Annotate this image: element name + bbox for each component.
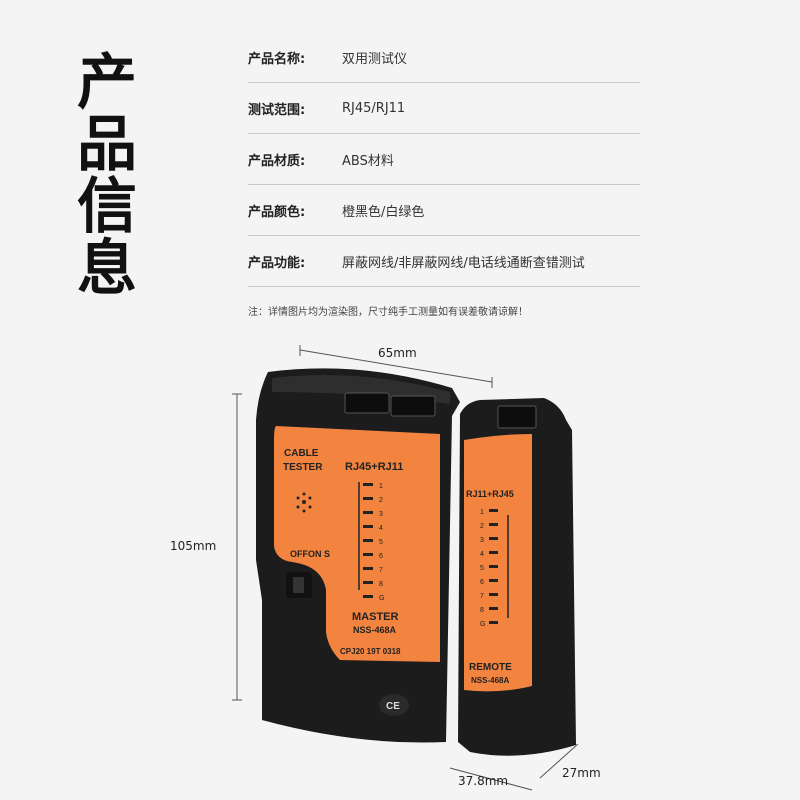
width-dimension: 65mm (378, 346, 417, 360)
ce-mark: CE (386, 701, 400, 712)
spec-value: ABS材料 (342, 153, 394, 169)
remote-name: REMOTE (469, 662, 512, 673)
spec-row: 产品功能: 屏蔽网线/非屏蔽网线/电话线通断查错测试 (248, 236, 640, 287)
side-title-char: 品 (77, 110, 137, 180)
master-model: NSS-468A (353, 625, 397, 635)
svg-text:G: G (379, 595, 384, 602)
spec-value: RJ45/RJ11 (342, 100, 406, 116)
master-brand-line1: CABLE (284, 448, 319, 459)
svg-text:G: G (480, 621, 485, 628)
dimension-lines (232, 345, 579, 791)
svg-text:7: 7 (480, 593, 484, 600)
svg-text:3: 3 (379, 511, 383, 518)
spec-value: 橙黑色/白绿色 (342, 204, 425, 220)
svg-text:6: 6 (480, 579, 484, 586)
side-title-char: 产 (77, 48, 137, 118)
remote-led-marks (489, 509, 498, 624)
remote-port-label: RJ11+RJ45 (466, 489, 514, 499)
master-led-marks (363, 483, 373, 598)
master-name: MASTER (352, 611, 399, 623)
svg-text:2: 2 (379, 497, 383, 504)
speaker-icon (296, 492, 312, 513)
spec-label: 产品颜色: (248, 204, 306, 220)
side-title-char: 信 (77, 172, 137, 242)
spec-row: 产品材质: ABS材料 (248, 134, 640, 185)
svg-text:2: 2 (480, 523, 484, 530)
spec-label: 产品功能: (248, 255, 306, 271)
svg-text:8: 8 (379, 581, 383, 588)
svg-text:1: 1 (480, 509, 484, 516)
svg-text:5: 5 (379, 539, 383, 546)
remote-width-dimension: 37.8mm (458, 774, 509, 788)
side-title-char: 息 (77, 234, 137, 304)
spec-row: 产品颜色: 橙黑色/白绿色 (248, 185, 640, 236)
side-title: 产 品 信 息 (74, 52, 140, 300)
height-dimension: 105mm (170, 539, 217, 553)
spec-table: 产品名称: 双用测试仪 测试范围: RJ45/RJ11 产品材质: ABS材料 … (248, 32, 640, 287)
master-led-labels: 1 2 3 4 5 6 7 8 G (379, 483, 384, 602)
spec-label: 产品材质: (248, 153, 306, 169)
remote-led-labels: 1 2 3 4 5 6 7 8 G (480, 509, 485, 628)
svg-text:4: 4 (480, 551, 484, 558)
depth-dimension: 27mm (562, 766, 601, 780)
disclaimer-note: 注：详情图片均为渲染图，尺寸纯手工测量如有误差敬请谅解！ (248, 307, 528, 318)
svg-text:6: 6 (379, 553, 383, 560)
svg-text:7: 7 (379, 567, 383, 574)
remote-unit (458, 398, 576, 756)
spec-value: 屏蔽网线/非屏蔽网线/电话线通断查错测试 (342, 255, 585, 271)
master-brand-line2: TESTER (283, 462, 323, 473)
master-port-label: RJ45+RJ11 (345, 461, 403, 473)
svg-text:8: 8 (480, 607, 484, 614)
master-code: CPJ20 19T 0318 (340, 647, 401, 656)
master-unit (256, 368, 460, 743)
svg-text:3: 3 (480, 537, 484, 544)
spec-label: 测试范围: (248, 102, 306, 118)
spec-row: 测试范围: RJ45/RJ11 (248, 83, 640, 134)
svg-text:4: 4 (379, 525, 383, 532)
master-switch-label: OFFON S (290, 549, 330, 559)
spec-row: 产品名称: 双用测试仪 (248, 32, 640, 83)
svg-text:1: 1 (379, 483, 383, 490)
remote-model: NSS-468A (471, 676, 509, 685)
spec-label: 产品名称: (248, 51, 306, 67)
spec-value: 双用测试仪 (342, 51, 408, 67)
svg-text:5: 5 (480, 565, 484, 572)
